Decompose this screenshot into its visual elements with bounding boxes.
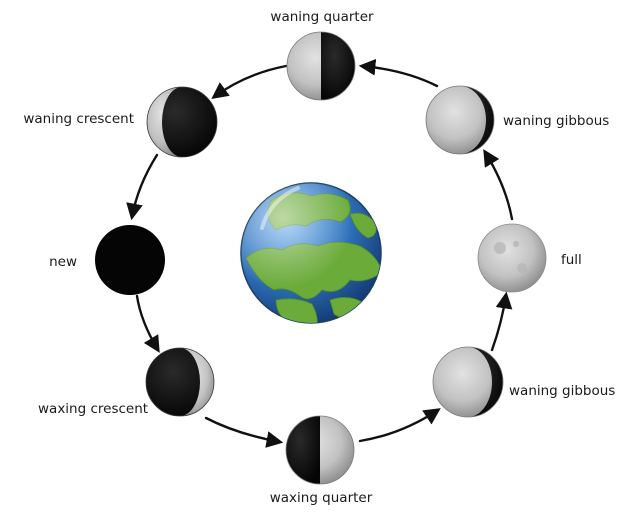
label-upper-waning-gibbous: waning gibbous (503, 113, 609, 129)
arrow-waning-gibbous-to-waning-quarter (358, 58, 439, 88)
arrow-full-to-waning-gibbous (483, 149, 514, 221)
label-full: full (561, 252, 582, 268)
label-new: new (49, 254, 77, 270)
moon-waning-quarter-icon (286, 31, 356, 101)
arrow-waxing-quarter-to-waning-gibbous (358, 408, 441, 443)
arrow-waning-crescent-to-new (126, 153, 159, 221)
earth-icon (240, 182, 382, 324)
moon-waning-crescent-icon (146, 86, 218, 158)
moon-waxing-quarter-icon (285, 415, 355, 485)
arrow-waxing-crescent-to-waxing-quarter (204, 416, 284, 448)
label-waning-quarter: waning quarter (270, 9, 374, 25)
moon-new-icon (95, 225, 165, 295)
label-waning-crescent: waning crescent (23, 111, 134, 127)
orbit-arrows (126, 58, 514, 448)
moon-full-icon (477, 223, 547, 293)
moon-waxing-crescent-icon (145, 347, 215, 417)
arrow-waning-quarter-to-waning-crescent (211, 64, 288, 100)
moon-upper-waning-gibbous-icon (425, 85, 495, 155)
moon-lower-waning-gibbous-icon (432, 346, 504, 418)
label-lower-waning-gibbous: waning gibbous (509, 383, 615, 399)
label-waxing-crescent: waxing crescent (38, 401, 148, 417)
arrow-waning-gibbous-to-full (490, 291, 513, 352)
arrow-new-to-waxing-crescent (135, 294, 160, 353)
label-waxing-quarter: waxing quarter (270, 490, 373, 506)
